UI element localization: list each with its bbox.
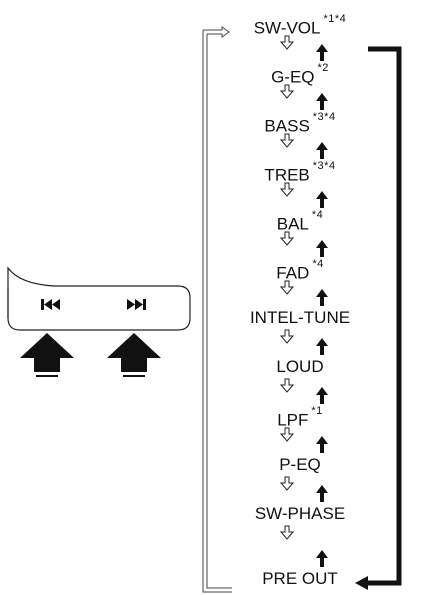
hollow-down-arrow-icon [279,182,295,197]
menu-item: BAL*4 [276,209,324,235]
solid-up-arrow-icon [316,44,328,61]
reverse-bracket [355,46,402,590]
hollow-down-arrow-icon [279,329,295,344]
menu-item-label: PRE OUT [262,569,338,588]
hollow-down-arrow-icon [279,35,295,50]
menu-item-label: BASS [264,116,310,136]
solid-up-arrow-icon [316,240,328,257]
hollow-down-arrow-icon [279,84,295,99]
solid-up-arrow-icon [316,436,328,453]
solid-up-arrow-icon [316,485,328,502]
hollow-down-arrow-icon [279,525,295,540]
menu-item-label: SW-VOL [253,18,321,38]
menu-item: FAD*4 [276,258,324,284]
menu-item-note: *4 [312,258,324,270]
menu-item: LOUD [276,357,323,377]
hollow-down-arrow-icon [279,427,295,442]
menu-item-note: *1 [311,405,323,417]
menu-item-note: *3*4 [312,160,336,172]
menu-item-note: *3*4 [312,111,336,123]
menu-item-label: TREB [264,165,310,185]
menu-item-note: *2 [317,62,329,74]
solid-up-arrow-icon [316,191,328,208]
hollow-down-arrow-icon [279,476,295,491]
press-arrow-notch [121,372,147,375]
hollow-down-arrow-icon [279,378,295,393]
panel-outline [7,266,191,331]
skip-previous-icon[interactable] [41,299,60,310]
skip-next-icon[interactable] [127,299,146,310]
menu-item-label: FAD [276,263,310,283]
step-arrows [279,35,328,567]
hollow-down-arrow-icon [279,280,295,295]
solid-up-arrow-icon [316,289,328,306]
solid-up-arrow-icon [316,338,328,355]
hollow-down-arrow-icon [279,231,295,246]
menu-item: BASS*3*4 [264,111,336,137]
menu-item-note: *1*4 [323,13,347,25]
hollow-right-arrow-icon [203,26,230,38]
menu-item-label: LOUD [276,357,324,376]
menu-item: G-EQ*2 [271,62,329,88]
press-arrow-icon [107,333,161,377]
press-arrow-icon [20,333,74,377]
solid-up-arrow-icon [316,387,328,404]
menu-item: INTEL-TUNE [250,308,350,328]
solid-up-arrow-icon [316,93,328,110]
menu-item-label: G-EQ [271,67,315,87]
menu-item-label: INTEL-TUNE [249,308,351,327]
menu-item: SW-PHASE [255,504,345,524]
return-bracket [202,26,232,593]
menu-item-label: BAL [276,214,309,234]
press-arrow-notch [34,372,60,375]
menu-item-note: *4 [311,209,324,221]
menu-item: LPF*1 [277,405,323,431]
menu-item: SW-VOL*1*4 [253,13,347,39]
menu-item-label: SW-PHASE [254,504,346,523]
solid-up-arrow-icon [316,142,328,159]
menu-item: P-EQ [279,455,321,475]
menu-item-label: LPF [277,410,309,430]
hollow-down-arrow-icon [279,133,295,148]
solid-left-arrow-icon [355,576,368,590]
menu-item-label: P-EQ [279,455,321,474]
control-panel [7,266,191,377]
menu-item: PRE OUT [262,569,338,589]
solid-up-arrow-icon [316,550,328,567]
menu-item: TREB*3*4 [264,160,336,186]
